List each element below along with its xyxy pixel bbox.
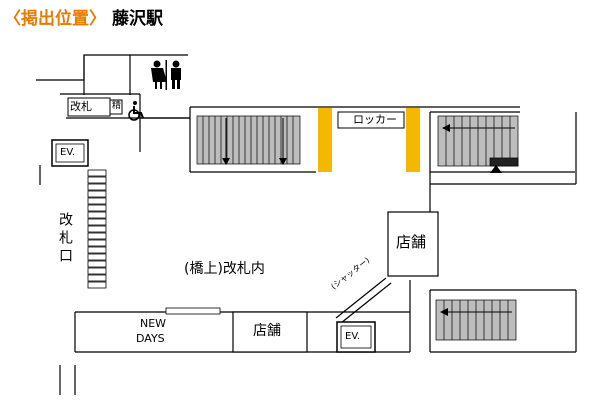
poster-position-right bbox=[406, 108, 420, 172]
fare-adjust-label: 精 bbox=[112, 101, 122, 111]
ticket-gate-label: 改札 bbox=[70, 100, 92, 113]
stairs-down bbox=[196, 115, 301, 165]
ticket-gates bbox=[87, 169, 107, 289]
restroom-icon bbox=[145, 58, 187, 90]
left-arrow-icon bbox=[440, 308, 512, 316]
elevator-icon bbox=[51, 139, 89, 167]
newdays-label-2: DAYS bbox=[136, 332, 165, 345]
stairs-up bbox=[437, 115, 519, 167]
down-arrow-icon bbox=[279, 118, 287, 165]
shop-bottom-label: 店舗 bbox=[253, 323, 281, 339]
location-tag: 〈掲出位置〉 bbox=[4, 9, 106, 29]
shop-right-box bbox=[387, 211, 439, 277]
locker-box bbox=[337, 111, 405, 129]
station-name: 藤沢駅 bbox=[112, 9, 163, 29]
ticket-gate-exit-label: 改札口 bbox=[57, 212, 73, 266]
poster-position-left bbox=[318, 108, 332, 172]
escalator bbox=[435, 299, 517, 341]
fare-adjust-box bbox=[109, 99, 123, 115]
elevator-left-label: EV. bbox=[60, 147, 76, 158]
left-arrow-icon bbox=[442, 124, 515, 132]
wheelchair-icon bbox=[128, 101, 144, 121]
newdays-label-1: NEW bbox=[140, 317, 167, 330]
elevator-bottom-label: EV. bbox=[345, 331, 361, 342]
locker-label: ロッカー bbox=[353, 113, 397, 126]
area-inside-label: (橋上)改札内 bbox=[184, 261, 265, 277]
newdays-rail bbox=[165, 307, 221, 315]
down-arrow-icon bbox=[222, 118, 230, 165]
shop-bottom-box bbox=[232, 311, 308, 353]
up-arrow-icon bbox=[490, 165, 502, 173]
map-header: 〈掲出位置〉藤沢駅 bbox=[4, 4, 163, 30]
elevator-icon bbox=[336, 321, 376, 353]
shop-right-label: 店舗 bbox=[396, 233, 427, 251]
